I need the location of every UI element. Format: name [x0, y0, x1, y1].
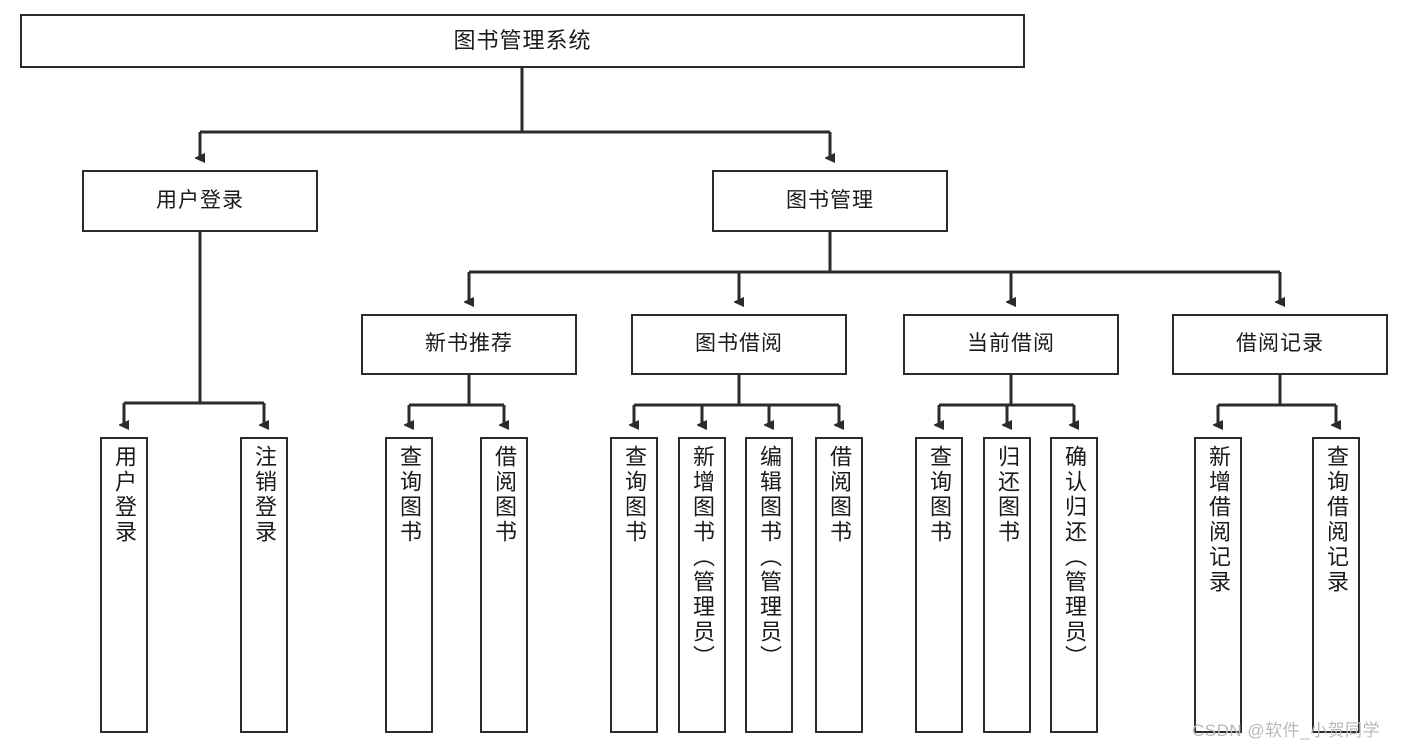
- watermark: CSDN @软件_小贺同学: [1192, 721, 1381, 740]
- node-leaf-query-book-1-label: 查询图书: [396, 445, 422, 545]
- node-borrow-record[interactable]: 借阅记录: [1172, 314, 1388, 375]
- node-root-label: 图书管理系统: [453, 28, 592, 54]
- node-leaf-borrow-book-2-label: 借阅图书: [826, 445, 852, 545]
- node-new-book-recommend[interactable]: 新书推荐: [361, 314, 577, 375]
- node-leaf-query-book-1[interactable]: 查询图书: [385, 437, 433, 733]
- node-leaf-query-record-label: 查询借阅记录: [1323, 445, 1349, 595]
- node-leaf-query-book-2[interactable]: 查询图书: [610, 437, 658, 733]
- node-leaf-add-record[interactable]: 新增借阅记录: [1194, 437, 1242, 733]
- node-leaf-add-book[interactable]: 新增图书（管理员）: [678, 437, 726, 733]
- node-leaf-logout[interactable]: 注销登录: [240, 437, 288, 733]
- node-borrow-record-label: 借阅记录: [1236, 332, 1324, 356]
- node-leaf-user-login-label: 用户登录: [111, 445, 137, 545]
- node-current-borrow-label: 当前借阅: [967, 332, 1055, 356]
- node-leaf-return-book-label: 归还图书: [994, 445, 1020, 545]
- node-leaf-add-record-label: 新增借阅记录: [1205, 445, 1231, 595]
- node-book-borrow-label: 图书借阅: [695, 332, 783, 356]
- node-book-manage[interactable]: 图书管理: [712, 170, 948, 232]
- node-new-book-recommend-label: 新书推荐: [425, 332, 513, 356]
- node-leaf-query-record[interactable]: 查询借阅记录: [1312, 437, 1360, 733]
- node-leaf-user-login[interactable]: 用户登录: [100, 437, 148, 733]
- node-leaf-edit-book-label: 编辑图书（管理员）: [756, 445, 782, 670]
- node-leaf-query-book-2-label: 查询图书: [621, 445, 647, 545]
- node-leaf-query-book-3[interactable]: 查询图书: [915, 437, 963, 733]
- node-leaf-confirm-return-label: 确认归还（管理员）: [1061, 445, 1087, 670]
- node-leaf-edit-book[interactable]: 编辑图书（管理员）: [745, 437, 793, 733]
- node-leaf-return-book[interactable]: 归还图书: [983, 437, 1031, 733]
- node-current-borrow[interactable]: 当前借阅: [903, 314, 1119, 375]
- node-leaf-borrow-book-1[interactable]: 借阅图书: [480, 437, 528, 733]
- node-leaf-logout-label: 注销登录: [251, 445, 277, 545]
- node-leaf-query-book-3-label: 查询图书: [926, 445, 952, 545]
- node-leaf-borrow-book-1-label: 借阅图书: [491, 445, 517, 545]
- node-book-manage-label: 图书管理: [786, 188, 874, 212]
- node-user-login-label: 用户登录: [156, 188, 244, 212]
- node-leaf-borrow-book-2[interactable]: 借阅图书: [815, 437, 863, 733]
- node-root[interactable]: 图书管理系统: [20, 14, 1025, 68]
- node-leaf-add-book-label: 新增图书（管理员）: [689, 445, 715, 670]
- node-book-borrow[interactable]: 图书借阅: [631, 314, 847, 375]
- node-user-login[interactable]: 用户登录: [82, 170, 318, 232]
- node-leaf-confirm-return[interactable]: 确认归还（管理员）: [1050, 437, 1098, 733]
